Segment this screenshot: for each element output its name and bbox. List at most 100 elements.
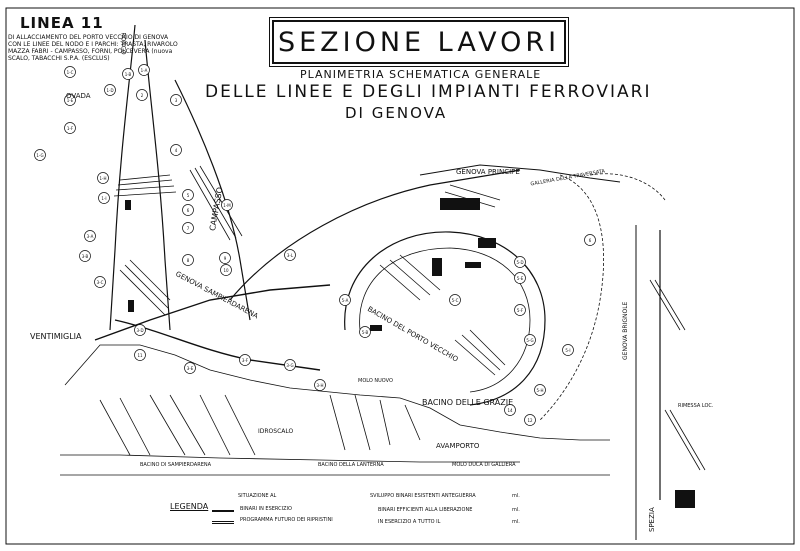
circle-marker: [182, 254, 194, 266]
yard-1: [113, 174, 177, 197]
pier-1: [99, 397, 151, 456]
circle-marker: [514, 272, 526, 284]
circle-marker: [98, 192, 110, 204]
legend-line-programma: [212, 521, 234, 524]
section-title-box: SEZIONE LAVORI: [272, 20, 566, 64]
circle-marker-label: 3-D: [136, 328, 143, 333]
circle-marker-label: 6: [589, 238, 592, 243]
circle-marker-label: 5-H: [537, 388, 544, 393]
pier-4: [329, 394, 371, 451]
circle-marker-label: 5: [187, 193, 190, 198]
building-2: [128, 300, 134, 312]
circle-marker: [284, 249, 296, 261]
circle-marker-label: 12: [527, 418, 533, 423]
yard-2: [189, 165, 243, 241]
circle-marker-label: 3-F: [242, 358, 249, 363]
outer-breakwater: [60, 454, 520, 463]
circle-marker: [514, 256, 526, 268]
line-principe-east: [419, 164, 621, 183]
label-brignole: GENOVA BRIGNOLE: [622, 301, 629, 360]
circle-marker-label: 1-D: [106, 88, 113, 93]
circle-marker-label: 9: [224, 256, 227, 261]
circle-marker: [219, 252, 231, 264]
dashed-to-brignole: [539, 174, 605, 421]
circle-marker-label: 3: [175, 98, 178, 103]
legend-title: LEGENDA: [170, 502, 209, 511]
circle-marker-label: 1-C: [67, 70, 74, 75]
circle-marker-label: 3-B: [82, 254, 89, 259]
circle-marker-label: 7: [187, 226, 190, 231]
circle-marker: [339, 294, 351, 306]
circle-marker-label: 3-L: [287, 253, 294, 258]
circle-marker: [584, 234, 596, 246]
circle-marker: [182, 222, 194, 234]
line-desc-1: DI ALLACCIAMENTO DEL PORTO VECCHIO DI GE…: [8, 34, 169, 41]
line-north-1: [109, 24, 136, 331]
legend-efficienti: BINARI EFFICIENTI ALLA LIBERAZIONE: [378, 507, 473, 513]
circle-marker: [221, 199, 233, 211]
circle-marker-label: 8: [187, 258, 190, 263]
circle-marker: [284, 359, 296, 371]
circle-marker-label: 1-B: [125, 72, 132, 77]
label-idroscalo: IDROSCALO: [258, 428, 294, 435]
line-title: LINEA 11: [20, 14, 104, 32]
circle-marker: [524, 334, 536, 346]
circle-marker-label: 3-E: [187, 366, 194, 371]
porto-inner-arc: [359, 247, 531, 393]
brignole-yard: [649, 279, 706, 471]
circle-marker-label: 3-C: [97, 280, 104, 285]
line-campasso: [174, 79, 251, 321]
pier-2: [149, 394, 206, 456]
porto-vecchio-arc: [344, 231, 546, 406]
circle-marker-label: 1-A: [141, 68, 148, 73]
yard-5: [454, 329, 506, 376]
circle-marker: [94, 276, 106, 288]
circle-marker: [64, 66, 76, 78]
circle-marker-label: 3-A: [87, 234, 94, 239]
circle-marker: [170, 94, 182, 106]
circle-marker: [122, 68, 134, 80]
line-to-principe: [229, 169, 521, 301]
label-bacino-lanterna: BACINO DELLA LANTERNA: [318, 462, 384, 468]
title-line1: DELLE LINEE E DEGLI IMPIANTI FERROVIARI: [205, 82, 652, 102]
line-desc-3: MAZZA FABRI - CAMPASSO, FORNI, POLCEVERA…: [8, 48, 173, 55]
circle-marker: [136, 89, 148, 101]
circle-marker-label: 1-E: [67, 98, 74, 103]
circle-marker-label: 10: [223, 268, 229, 273]
circle-marker: [184, 362, 196, 374]
circle-marker: [359, 326, 371, 338]
circle-marker: [182, 204, 194, 216]
circle-marker-label: 3-H: [317, 383, 324, 388]
label-ventimiglia: VENTIMIGLIA: [30, 332, 82, 341]
circle-marker: [64, 94, 76, 106]
circle-marker: [562, 344, 574, 356]
circle-marker-label: 1-F: [67, 126, 74, 131]
legend-in-esercizio: IN ESERCIZIO A TUTTO IL: [378, 519, 441, 525]
circle-marker: [239, 354, 251, 366]
label-mare: MOLO NUOVO: [358, 378, 393, 384]
circle-marker: [449, 294, 461, 306]
yard-3: [119, 259, 171, 316]
circle-marker: [182, 189, 194, 201]
yard-4: [379, 254, 441, 301]
building-3: [478, 238, 496, 248]
line-desc-4: SCALO, TABACCHI S.P.A. (ESCLUS): [8, 55, 110, 62]
label-avamporto: AVAMPORTO: [436, 442, 480, 450]
circle-marker-label: 1-M: [223, 203, 231, 208]
line-north-2: [144, 39, 171, 331]
title-line2: DI GENOVA: [345, 104, 448, 122]
legend-right-title: SVILUPPO BINARI ESISTENTI ANTEGUERRA: [370, 493, 476, 499]
label-ronco: RONCO: [119, 32, 127, 55]
circle-marker-label: 2: [141, 93, 144, 98]
legend-situazione: SITUAZIONE AL: [238, 493, 277, 499]
circle-marker: [64, 122, 76, 134]
label-rimessa: RIMESSA LOC.: [678, 403, 714, 409]
circle-marker: [34, 149, 46, 161]
circle-marker: [134, 349, 146, 361]
coastline: [64, 344, 610, 441]
circle-marker-label: 1-I: [101, 196, 106, 201]
circle-marker: [534, 384, 546, 396]
label-molo-galliera: MOLO DUCA DI GALLIERA: [452, 462, 516, 468]
circle-marker-label: 14: [507, 408, 513, 413]
